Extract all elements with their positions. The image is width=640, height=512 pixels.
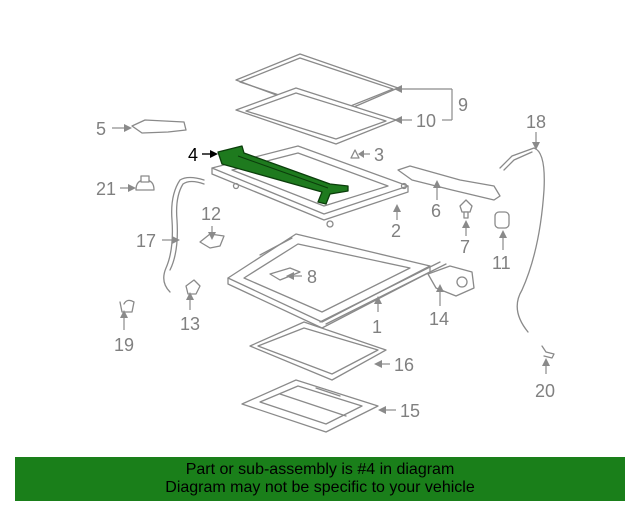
callout-5: 5	[96, 119, 106, 139]
callout-leaders	[112, 85, 550, 414]
callout-11: 11	[492, 253, 511, 273]
callout-20: 20	[535, 381, 555, 401]
diagram-notice-banner: Part or sub-assembly is #4 in diagram Di…	[15, 457, 625, 501]
callout-6: 6	[431, 201, 441, 221]
callout-3: 3	[374, 145, 384, 165]
callout-9: 9	[458, 95, 468, 115]
callout-10: 10	[416, 111, 436, 131]
notice-disclaimer-line: Diagram may not be specific to your vehi…	[165, 479, 475, 496]
callout-21: 21	[96, 179, 116, 199]
part-15-sunshade[interactable]	[241, 379, 379, 433]
part-3-clip[interactable]	[350, 149, 360, 159]
part-20-clip[interactable]	[541, 345, 555, 359]
part-12-bracket[interactable]	[199, 233, 225, 249]
callout-19: 19	[114, 335, 134, 355]
callout-14: 14	[429, 309, 449, 329]
part-21-grommet[interactable]	[135, 175, 155, 191]
callout-16: 16	[394, 355, 414, 375]
part-14-motor[interactable]	[427, 265, 475, 297]
callout-17: 17	[136, 231, 156, 251]
callout-15: 15	[400, 401, 420, 421]
part-19-bracket[interactable]	[119, 299, 135, 313]
part-5-bracket[interactable]	[131, 119, 187, 134]
part-18-cable[interactable]	[499, 147, 545, 333]
callout-7: 7	[460, 237, 470, 257]
part-11-pad[interactable]	[494, 211, 510, 229]
part-4-wind-deflector[interactable]	[217, 145, 349, 205]
callout-18: 18	[526, 112, 546, 132]
notice-part-line: Part or sub-assembly is #4 in diagram	[185, 461, 455, 478]
callout-labels: 9 10 5 4 3 18 21 6 2 12 17 7 11 8 1 14 1…	[96, 95, 555, 421]
callout-1: 1	[372, 317, 382, 337]
part-16-seal[interactable]	[249, 321, 387, 381]
callout-13: 13	[180, 314, 200, 334]
part-7-bolt[interactable]	[459, 199, 473, 219]
part-17-drain-hose[interactable]	[163, 176, 205, 293]
callout-8: 8	[307, 267, 317, 287]
callout-12: 12	[201, 204, 221, 224]
part-6-rail[interactable]	[397, 165, 501, 201]
part-1-housing[interactable]	[227, 233, 447, 329]
callout-4: 4	[188, 145, 198, 165]
callout-2: 2	[391, 221, 401, 241]
part-13-clip[interactable]	[185, 279, 201, 295]
sunroof-parts-diagram: 9 10 5 4 3 18 21 6 2 12 17 7 11 8 1 14 1…	[96, 53, 555, 433]
